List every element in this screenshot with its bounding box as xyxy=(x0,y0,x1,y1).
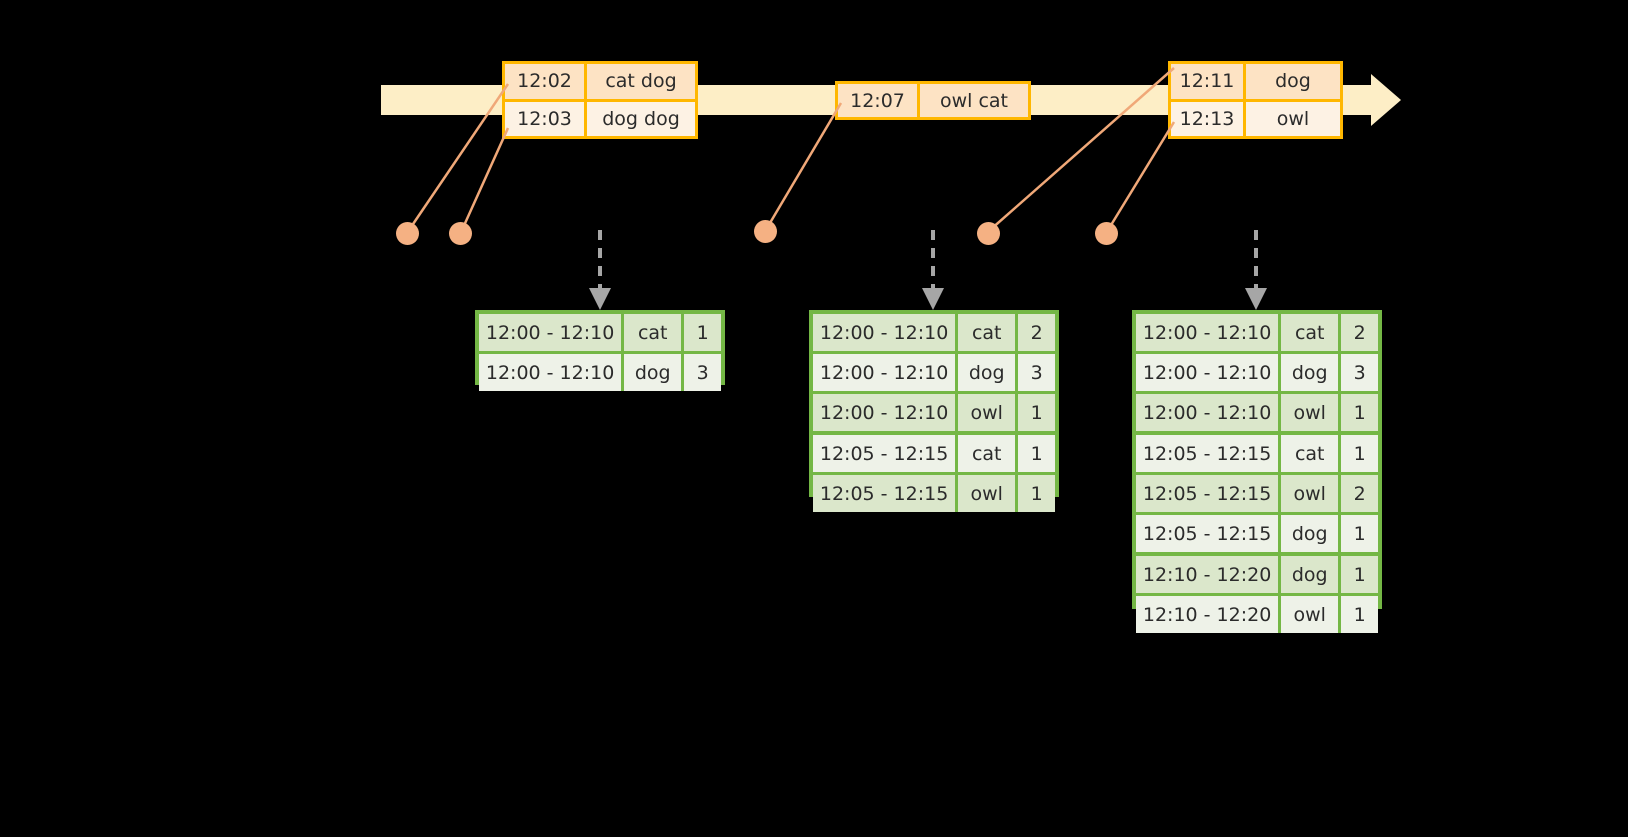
cell-word: owl xyxy=(1281,596,1342,633)
table-row[interactable]: 12:05 - 12:15 owl 1 xyxy=(813,472,1055,512)
cell-window: 12:05 - 12:15 xyxy=(1136,475,1282,512)
cell-count: 1 xyxy=(1353,401,1366,424)
event-row[interactable]: 12:11 dog xyxy=(1171,64,1340,99)
cell-count: 1 xyxy=(1030,401,1043,424)
cell-word: cat xyxy=(624,314,685,351)
cell-window: 12:00 - 12:10 xyxy=(1136,394,1282,431)
cell-window: 12:10 - 12:20 xyxy=(1136,596,1282,633)
cell-count: 3 xyxy=(1030,361,1043,384)
connector-dot xyxy=(396,222,419,245)
cell-window: 12:05 - 12:15 xyxy=(1136,515,1282,552)
cell-count: 1 xyxy=(1030,482,1043,505)
event-box-group-3[interactable]: 12:11 dog 12:13 owl xyxy=(1168,61,1343,139)
table-row[interactable]: 12:00 - 12:10 cat 1 xyxy=(479,314,721,351)
table-row[interactable]: 12:00 - 12:10 cat 2 xyxy=(1136,314,1378,351)
cell-word: cat xyxy=(1281,435,1342,472)
connector-dot xyxy=(1095,222,1118,245)
result-table-1[interactable]: 12:00 - 12:10 cat 1 12:00 - 12:10 dog 3 xyxy=(475,310,725,391)
result-table-2[interactable]: 12:00 - 12:10 cat 2 12:00 - 12:10 dog 3 … xyxy=(809,310,1059,512)
cell-window: 12:00 - 12:10 xyxy=(813,354,959,391)
table-row[interactable]: 12:10 - 12:20 dog 1 xyxy=(1136,552,1378,593)
cell-count: 3 xyxy=(696,361,709,384)
cell-word: cat xyxy=(958,314,1019,351)
table-row[interactable]: 12:00 - 12:10 owl 1 xyxy=(1136,391,1378,431)
cell-word: owl xyxy=(958,394,1019,431)
cell-count: 1 xyxy=(1353,522,1366,545)
cell-count: 1 xyxy=(696,321,709,344)
event-words: dog dog xyxy=(602,107,680,130)
table-row[interactable]: 12:05 - 12:15 owl 2 xyxy=(1136,472,1378,512)
cell-word: cat xyxy=(958,435,1019,472)
cell-word: cat xyxy=(1281,314,1342,351)
table-row[interactable]: 12:00 - 12:10 dog 3 xyxy=(813,351,1055,391)
cell-count: 2 xyxy=(1353,482,1366,505)
cell-window: 12:00 - 12:10 xyxy=(1136,354,1282,391)
cell-count: 1 xyxy=(1353,442,1366,465)
event-time: 12:02 xyxy=(505,64,587,99)
cell-word: dog xyxy=(1281,354,1342,391)
dashed-arrow-to-table-3 xyxy=(1245,230,1267,310)
cell-word: dog xyxy=(1281,515,1342,552)
event-time: 12:03 xyxy=(505,101,587,136)
cell-window: 12:00 - 12:10 xyxy=(813,314,959,351)
event-row[interactable]: 12:07 owl cat xyxy=(838,84,1028,117)
table-row[interactable]: 12:00 - 12:10 dog 3 xyxy=(1136,351,1378,391)
cell-count: 1 xyxy=(1030,442,1043,465)
cell-window: 12:00 - 12:10 xyxy=(813,394,959,431)
event-words: owl xyxy=(1276,107,1310,130)
cell-window: 12:05 - 12:15 xyxy=(1136,435,1282,472)
table-row[interactable]: 12:05 - 12:15 dog 1 xyxy=(1136,512,1378,552)
cell-window: 12:10 - 12:20 xyxy=(1136,556,1282,593)
cell-window: 12:00 - 12:10 xyxy=(479,354,625,391)
event-row[interactable]: 12:02 cat dog xyxy=(505,64,695,99)
connector-dot xyxy=(977,222,1000,245)
dashed-arrow-to-table-2 xyxy=(922,230,944,310)
connector-dot xyxy=(449,222,472,245)
connector-dot xyxy=(754,220,777,243)
table-row[interactable]: 12:05 - 12:15 cat 1 xyxy=(1136,431,1378,472)
timeline-arrowhead xyxy=(1371,74,1401,126)
cell-window: 12:05 - 12:15 xyxy=(813,475,959,512)
event-row[interactable]: 12:03 dog dog xyxy=(505,98,695,136)
cell-word: owl xyxy=(958,475,1019,512)
table-row[interactable]: 12:00 - 12:10 owl 1 xyxy=(813,391,1055,431)
cell-word: dog xyxy=(1281,556,1342,593)
cell-window: 12:00 - 12:10 xyxy=(1136,314,1282,351)
cell-count: 2 xyxy=(1030,321,1043,344)
cell-count: 1 xyxy=(1353,603,1366,626)
cell-count: 1 xyxy=(1353,563,1366,586)
event-box-group-2[interactable]: 12:07 owl cat xyxy=(835,81,1031,120)
cell-count: 2 xyxy=(1353,321,1366,344)
event-time: 12:07 xyxy=(838,84,920,117)
cell-word: dog xyxy=(958,354,1019,391)
result-table-3[interactable]: 12:00 - 12:10 cat 2 12:00 - 12:10 dog 3 … xyxy=(1132,310,1382,633)
cell-word: dog xyxy=(624,354,685,391)
event-time: 12:13 xyxy=(1171,101,1246,136)
event-time: 12:11 xyxy=(1171,64,1246,99)
cell-word: owl xyxy=(1281,475,1342,512)
event-words: cat dog xyxy=(605,70,677,93)
table-row[interactable]: 12:00 - 12:10 cat 2 xyxy=(813,314,1055,351)
cell-count: 3 xyxy=(1353,361,1366,384)
table-row[interactable]: 12:05 - 12:15 cat 1 xyxy=(813,431,1055,472)
table-row[interactable]: 12:10 - 12:20 owl 1 xyxy=(1136,593,1378,633)
event-row[interactable]: 12:13 owl xyxy=(1171,98,1340,136)
cell-window: 12:00 - 12:10 xyxy=(479,314,625,351)
cell-word: owl xyxy=(1281,394,1342,431)
cell-window: 12:05 - 12:15 xyxy=(813,435,959,472)
dashed-arrow-to-table-1 xyxy=(589,230,611,310)
event-box-group-1[interactable]: 12:02 cat dog 12:03 dog dog xyxy=(502,61,698,139)
event-words: dog xyxy=(1275,70,1311,93)
table-row[interactable]: 12:00 - 12:10 dog 3 xyxy=(479,351,721,391)
event-words: owl cat xyxy=(939,89,1009,112)
